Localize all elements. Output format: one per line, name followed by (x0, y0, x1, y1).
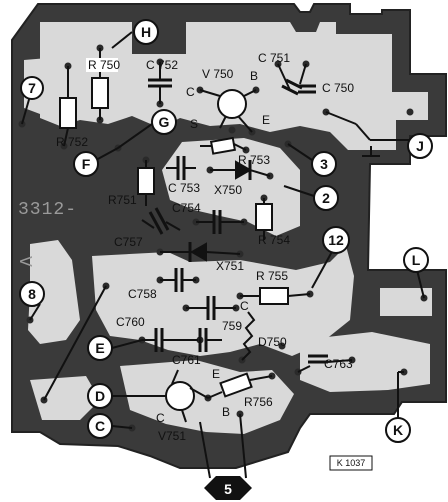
terminal-g-label: G (159, 114, 170, 130)
label-x750: X750 (214, 183, 242, 197)
reference-tag: K 1037 (329, 455, 373, 471)
terminal-h-label: H (141, 24, 151, 40)
label-r756: R756 (244, 395, 273, 409)
terminal-8-label: 8 (28, 286, 36, 302)
label-s-pin: S (190, 117, 198, 131)
terminal-12-label: 12 (328, 232, 344, 248)
label-b-low: B (222, 405, 230, 419)
solder-pads (18, 44, 428, 432)
terminal-2: 2 (313, 185, 339, 211)
terminal-7-label: 7 (28, 80, 36, 96)
label-c763: C763 (324, 357, 353, 371)
label-r755: R 755 (256, 269, 288, 283)
label-e-low: E (212, 367, 220, 381)
terminal-l-label: L (412, 252, 421, 268)
label-c752: C 752 (146, 58, 178, 72)
label-v750: V 750 (202, 67, 234, 81)
label-d750: D750 (258, 335, 287, 349)
terminal-l: L (403, 247, 429, 273)
components (59, 48, 353, 423)
label-v751: V751 (158, 429, 186, 443)
label-c-mid: C (240, 299, 249, 313)
terminal-j-label: J (416, 138, 424, 154)
label-x751: X751 (216, 259, 244, 273)
side-mark-text: V (14, 256, 34, 268)
terminal-3: 3 (311, 151, 337, 177)
label-c-low: C (156, 411, 165, 425)
label-c753: C 753 (168, 181, 200, 195)
terminal-h: H (133, 19, 159, 45)
label-r753: R 753 (238, 153, 270, 167)
label-c759: 759 (222, 319, 242, 333)
terminal-d: D (87, 383, 113, 409)
reference-tag-label: K 1037 (337, 458, 366, 468)
component-labels: R 750 C 752 V 750 B C S E C 751 C 750 R … (56, 51, 354, 443)
terminal-8: 8 (19, 281, 45, 307)
terminal-f-label: F (82, 156, 91, 172)
label-c-top: C (186, 85, 195, 99)
terminal-g: G (151, 109, 177, 135)
terminal-j: J (407, 133, 433, 159)
label-b-top: B (250, 69, 258, 83)
terminal-e: E (87, 335, 113, 361)
terminal-e-label: E (95, 340, 104, 356)
terminal-12: 12 (322, 226, 350, 254)
terminal-c: C (87, 413, 113, 439)
label-c754: C754 (172, 201, 201, 215)
mirror-code-text: 3312- (18, 200, 77, 220)
label-r754: R 754 (258, 233, 290, 247)
label-c760: C760 (116, 315, 145, 329)
terminal-3-label: 3 (320, 156, 328, 172)
terminal-k: K (385, 417, 411, 443)
label-r752: R 752 (56, 135, 88, 149)
label-c751: C 751 (258, 51, 290, 65)
terminal-k-label: K (393, 422, 403, 438)
terminal-5: 5 (204, 476, 252, 500)
label-c758: C758 (128, 287, 157, 301)
terminal-c-label: C (95, 418, 105, 434)
label-r750: R 750 (88, 58, 120, 72)
terminals: H 7 G F J 3 2 12 8 L E D C K 5 (19, 19, 433, 500)
label-r751: R751 (108, 193, 137, 207)
label-c757: C757 (114, 235, 143, 249)
terminal-7: 7 (20, 76, 44, 100)
terminal-wires (21, 31, 425, 479)
terminal-5-label: 5 (224, 481, 232, 497)
terminal-d-label: D (95, 388, 105, 404)
terminal-2-label: 2 (322, 190, 330, 206)
label-c750: C 750 (322, 81, 354, 95)
label-e-top: E (262, 113, 270, 127)
label-c761: C761 (172, 353, 201, 367)
terminal-f: F (73, 151, 99, 177)
